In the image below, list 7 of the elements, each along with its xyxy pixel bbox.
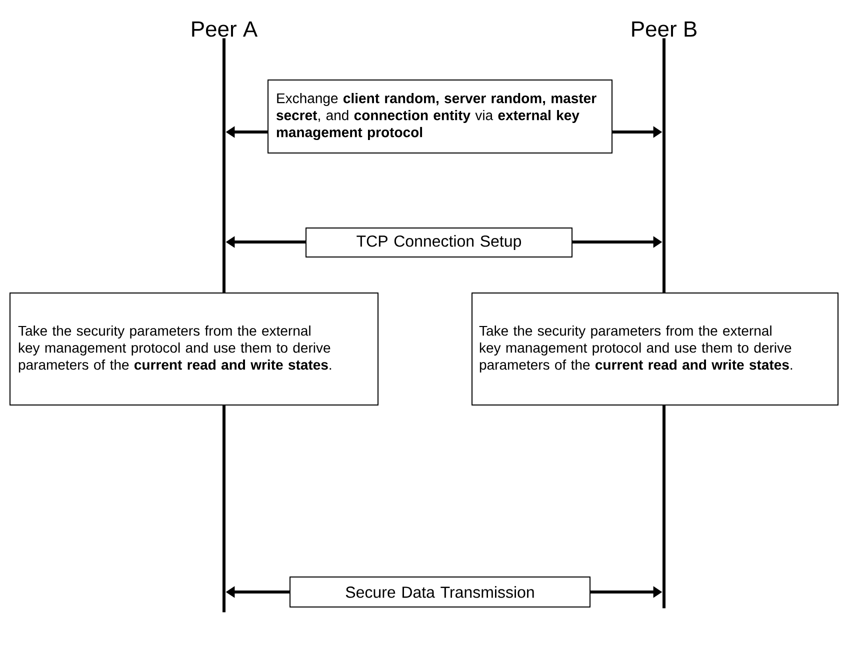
note-box: Take the security parameters from the external key management protocol and use them to derive parameters of the current read and write states. bbox=[10, 292, 378, 406]
node-label: Peer B bbox=[632, 21, 696, 37]
node-label: Peer A bbox=[192, 21, 258, 37]
message-box: Secure Data Transmission bbox=[290, 576, 590, 608]
note-box: Exchange client random, server random, master secret, and connection entity via external key management protocol bbox=[268, 80, 612, 154]
note-box: Take the security parameters from the external key management protocol and use them to derive parameters of the current read and write states. bbox=[472, 292, 838, 406]
message-box: TCP Connection Setup bbox=[306, 228, 572, 258]
